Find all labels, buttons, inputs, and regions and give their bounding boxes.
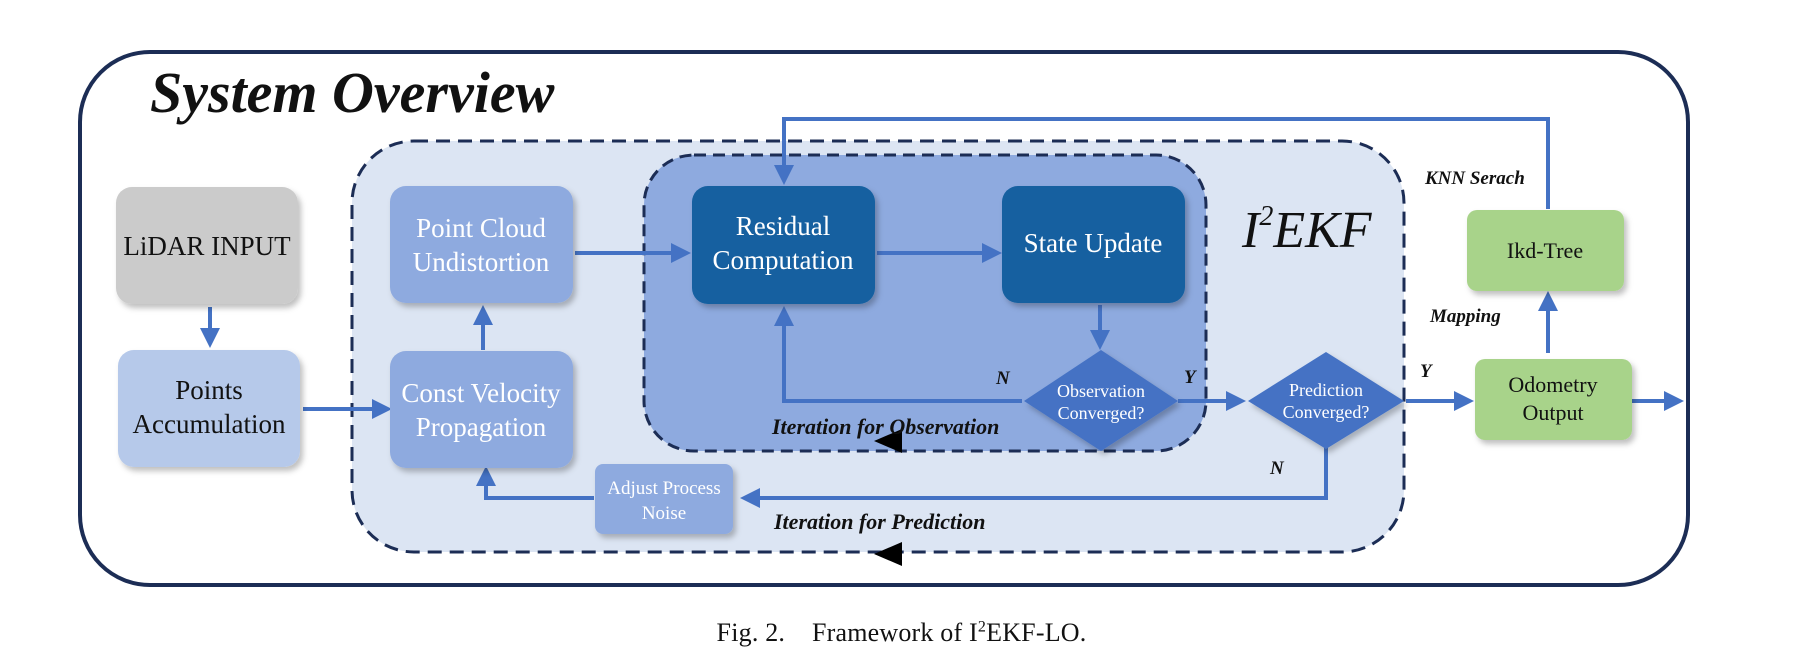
points-accumulation-label-2: Accumulation [133, 409, 286, 439]
edge-obsconv-no-residual [774, 306, 1022, 403]
points-accumulation-node: Points Accumulation [118, 350, 300, 467]
diagram-title: System Overview [150, 60, 555, 125]
obs-no-label: N [995, 368, 1011, 389]
observation-loop-label: Iteration for Observation [771, 414, 999, 439]
prediction-converged-label-1: Prediction [1289, 380, 1363, 400]
figure-caption: Fig. 2. Framework of I2EKF-LO. [0, 618, 1803, 648]
state-update-node: State Update [1002, 186, 1185, 303]
adjust-noise-label-1: Adjust Process [607, 478, 720, 499]
prediction-converged-node: Prediction Converged? [1248, 352, 1404, 449]
edge-adjust-constvel [476, 466, 594, 500]
residual-computation-node: Residual Computation [692, 186, 875, 304]
residual-label-2: Computation [713, 245, 854, 275]
edge-ikdtree-knn-residual [774, 117, 1550, 209]
framework-diagram: System Overview I2EKF LiDAR INPUT Points… [78, 50, 1690, 587]
caption-prefix: Fig. 2. [716, 618, 786, 647]
const-velocity-label-1: Const Velocity [401, 378, 561, 408]
odometry-label-2: Output [1522, 400, 1583, 425]
odometry-output-node: Odometry Output [1475, 359, 1632, 440]
adjust-process-noise-node: Adjust Process Noise [595, 464, 733, 534]
observation-converged-label-1: Observation [1057, 381, 1145, 401]
prediction-loop-arrowhead [874, 542, 902, 566]
ikd-tree-node: Ikd-Tree [1467, 210, 1624, 291]
undistortion-label-1: Point Cloud [416, 213, 546, 243]
lidar-input-node: LiDAR INPUT [116, 187, 298, 304]
mapping-label: Mapping [1429, 306, 1501, 327]
residual-label-1: Residual [736, 211, 831, 241]
caption-sup: 2 [977, 618, 987, 636]
undistortion-label-2: Undistortion [413, 247, 550, 277]
adjust-noise-label-2: Noise [642, 503, 686, 524]
observation-loop-arrowhead [874, 429, 902, 453]
const-velocity-propagation-node: Const Velocity Propagation [390, 351, 573, 468]
edges [200, 117, 1684, 508]
obs-yes-label: Y [1184, 367, 1198, 388]
state-update-label: State Update [1024, 228, 1163, 258]
pred-no-label: N [1269, 458, 1285, 479]
filter-label: I2EKF [1241, 201, 1373, 259]
caption-text-b: EKF-LO. [986, 618, 1087, 647]
caption-text-a: Framework of I [811, 618, 978, 647]
observation-converged-label-2: Converged? [1058, 403, 1145, 423]
observation-converged-node: Observation Converged? [1024, 350, 1178, 451]
prediction-loop-label: Iteration for Prediction [773, 509, 985, 534]
edge-predconv-no-adjust [740, 446, 1328, 508]
ikd-tree-label: Ikd-Tree [1507, 238, 1583, 263]
const-velocity-label-2: Propagation [416, 412, 547, 442]
odometry-label-1: Odometry [1508, 372, 1597, 397]
lidar-input-label: LiDAR INPUT [123, 231, 291, 261]
knn-search-label: KNN Serach [1424, 168, 1525, 189]
prediction-converged-label-2: Converged? [1283, 402, 1370, 422]
point-cloud-undistortion-node: Point Cloud Undistortion [390, 186, 573, 303]
points-accumulation-label-1: Points [175, 375, 243, 405]
pred-yes-label: Y [1420, 361, 1434, 382]
